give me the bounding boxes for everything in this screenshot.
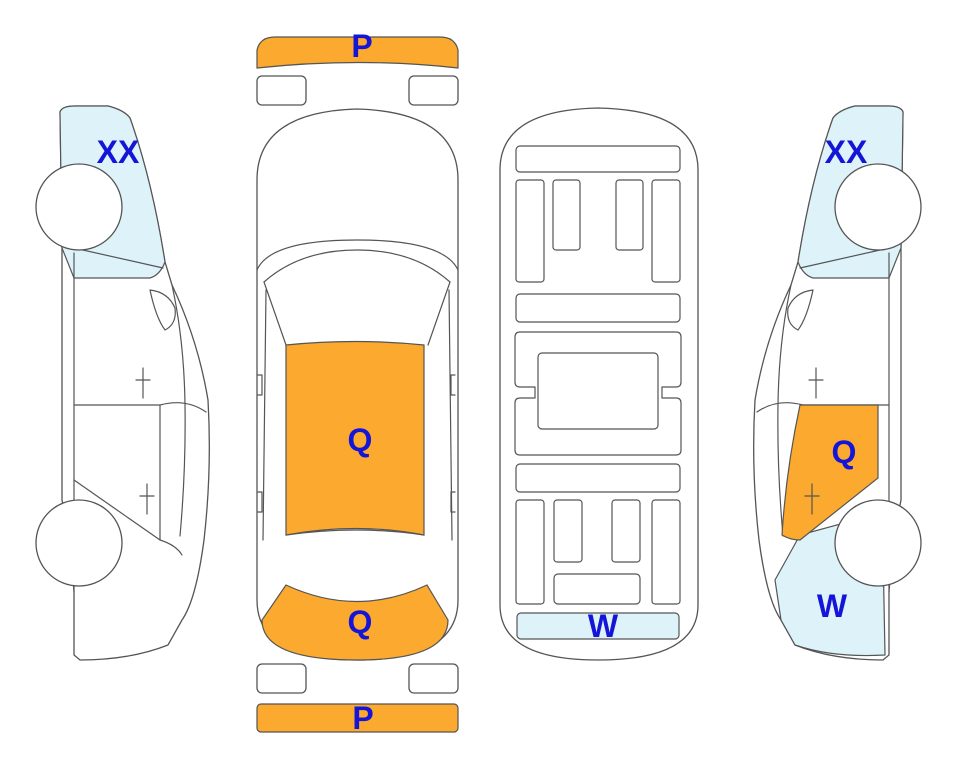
label-rear-bumper: P: [352, 700, 373, 736]
left-rear-wheel: [35, 499, 123, 587]
label-left-front-fender: XX: [97, 134, 140, 170]
label-right-rear-door: Q: [832, 434, 857, 470]
top-view: P Q Q P: [256, 28, 459, 736]
rear-left-taillight: [256, 663, 307, 694]
right-front-wheel: [834, 163, 922, 251]
label-underbody-rear: W: [588, 608, 619, 644]
rear-bumper-panel: [256, 703, 459, 733]
left-side-view: XX: [35, 105, 210, 661]
label-right-rear-quarter: W: [817, 588, 848, 624]
right-side-view: XX Q W: [753, 105, 922, 661]
trunk-panel: [261, 584, 449, 661]
rear-right-taillight: [408, 663, 459, 694]
left-front-wheel: [35, 163, 123, 251]
front-right-headlight: [408, 75, 459, 106]
front-bumper-panel: [256, 36, 459, 69]
roof-panel: [285, 340, 425, 536]
underbody-rear-panel: [516, 612, 680, 640]
label-right-front-fender: XX: [825, 134, 868, 170]
underbody-outline: [499, 107, 699, 661]
label-trunk: Q: [348, 604, 373, 640]
right-rear-door-panel: [781, 404, 879, 541]
label-roof: Q: [348, 422, 373, 458]
front-left-headlight: [256, 75, 307, 106]
label-front-bumper: P: [351, 28, 372, 64]
underbody-view: W: [499, 107, 699, 661]
right-rear-wheel: [834, 499, 922, 587]
